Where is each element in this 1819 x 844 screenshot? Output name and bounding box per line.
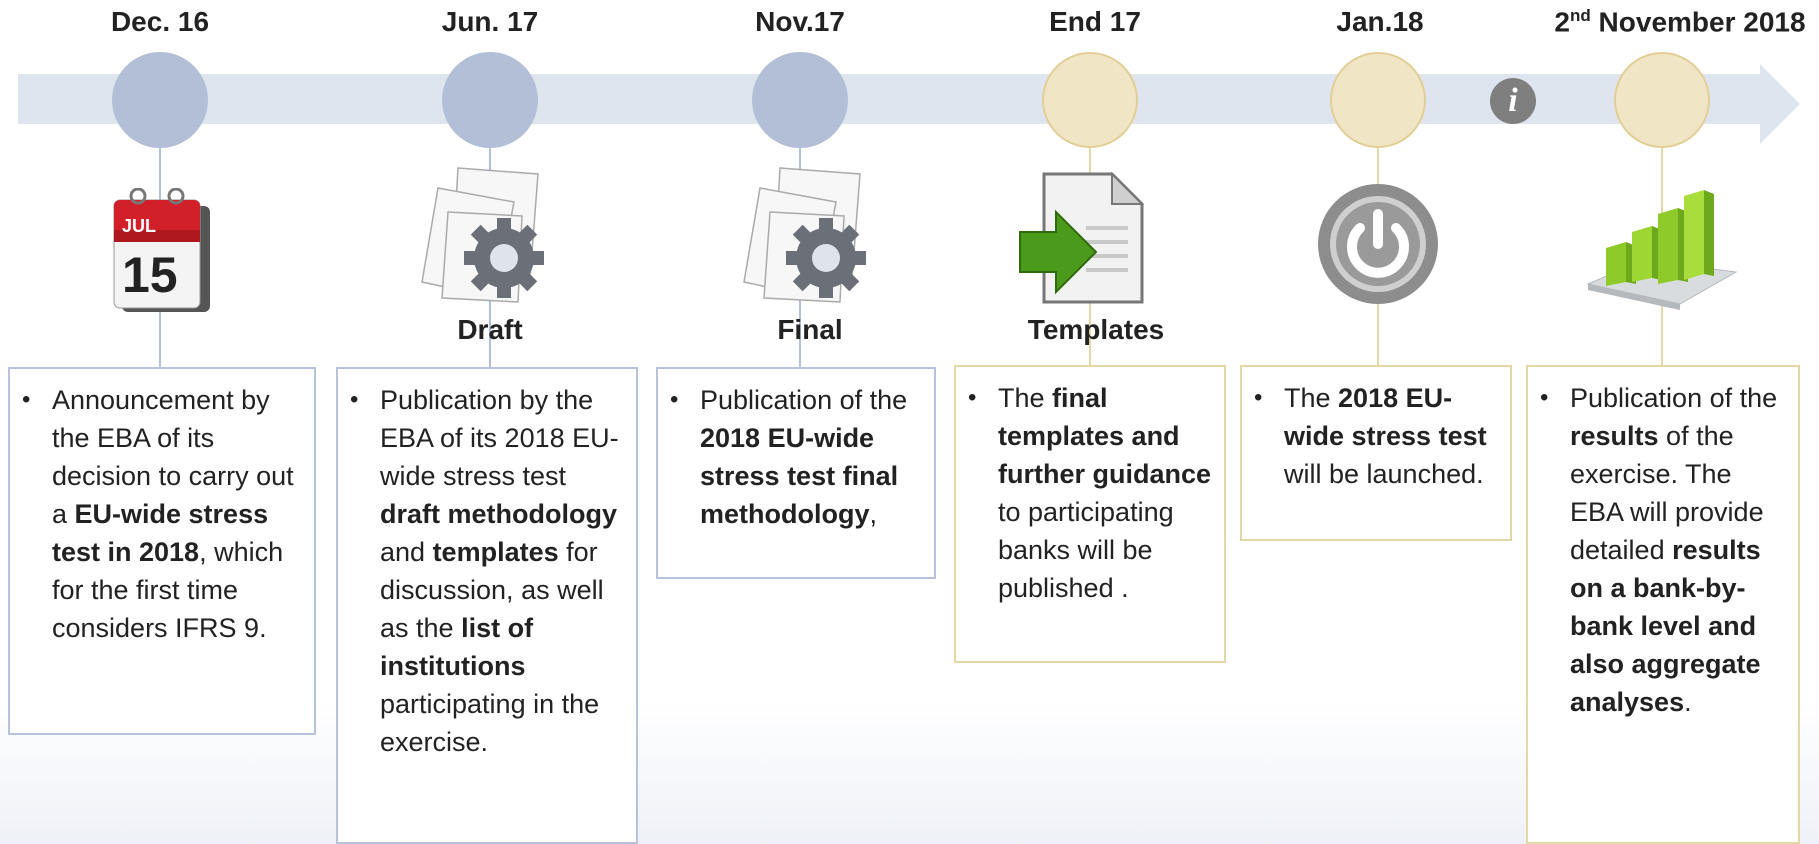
milestone-node-jan18: [1330, 52, 1426, 148]
milestone-node-dec16: [112, 52, 208, 148]
milestone-box-end17: The final templates and further guidance…: [954, 365, 1226, 663]
body-text: .: [1684, 687, 1692, 717]
body-text: ,: [869, 499, 878, 529]
timeline-arrow: [18, 64, 1800, 144]
milestone-label-final: Final: [777, 314, 843, 345]
body-text: Announcement by the EBA of its decision …: [52, 385, 294, 529]
documents-gear-icon: [740, 158, 880, 308]
milestone-node-jun17: [442, 52, 538, 148]
calendar-icon: JUL 15: [108, 187, 212, 318]
body-text: and: [380, 537, 433, 567]
date-rest: November 2018: [1590, 6, 1806, 38]
milestone-date-jan18: Jan.18: [1336, 6, 1424, 37]
calendar-day: 15: [122, 247, 178, 303]
milestone-node-nov18: [1614, 52, 1710, 148]
body-text: of the exercise. The EBA will provide de…: [1570, 421, 1764, 565]
date-main: 2: [1554, 6, 1570, 38]
milestone-label-templates: Templates: [1027, 314, 1165, 345]
body-text: The: [1284, 383, 1339, 413]
body-text: Publication by the EBA of its 2018 EU-wi…: [380, 385, 619, 491]
milestone-node-nov17: [752, 52, 848, 148]
milestone-text: Publication by the EBA of its 2018 EU-wi…: [350, 381, 626, 761]
emphasis-text: EU-wide stress test in 2018: [52, 499, 269, 567]
milestone-text: The final templates and further guidance…: [968, 379, 1214, 607]
info-icon[interactable]: i: [1490, 78, 1536, 124]
bar-chart-icon: [1584, 188, 1740, 312]
emphasis-text: templates: [432, 537, 559, 567]
body-text: for discussion, as well as the: [380, 537, 604, 643]
body-text: Publication of the: [700, 385, 908, 415]
milestone-label-draft: Draft: [457, 314, 523, 345]
milestone-text: The 2018 EU-wide stress test will be lau…: [1254, 379, 1500, 493]
milestone-box-nov18: Publication of the results of the exerci…: [1526, 365, 1800, 844]
body-text: The: [998, 383, 1053, 413]
milestone-box-dec16: Announcement by the EBA of its decision …: [8, 367, 316, 735]
calendar-month: JUL: [122, 216, 156, 236]
emphasis-text: final templates and further guidance: [998, 383, 1212, 489]
emphasis-text: 2018 EU-wide stress test final methodolo…: [700, 423, 899, 529]
milestone-date-end17: End 17: [1049, 6, 1141, 37]
milestone-node-end17: [1042, 52, 1138, 148]
milestone-box-nov17: Publication of the 2018 EU-wide stress t…: [656, 367, 936, 579]
milestone-text: Announcement by the EBA of its decision …: [22, 381, 304, 647]
document-arrow-icon: [1016, 170, 1146, 306]
date-sup: nd: [1570, 6, 1591, 25]
emphasis-text: list of institutions: [380, 613, 534, 681]
body-text: , which for the first time considers IFR…: [52, 537, 284, 643]
milestone-box-jun17: Publication by the EBA of its 2018 EU-wi…: [336, 367, 638, 844]
body-text: participating in the exercise.: [380, 689, 600, 757]
emphasis-text: results: [1570, 421, 1659, 451]
milestone-date-nov17: Nov.17: [755, 6, 845, 37]
emphasis-text: draft methodology: [380, 499, 617, 529]
body-text: will be launched.: [1284, 459, 1484, 489]
body-text: to participating banks will be published…: [998, 497, 1174, 603]
emphasis-text: 2018 EU-wide stress test: [1284, 383, 1487, 451]
milestone-text: Publication of the results of the exerci…: [1540, 379, 1788, 721]
milestone-text: Publication of the 2018 EU-wide stress t…: [670, 381, 924, 533]
milestone-date-jun17: Jun. 17: [441, 6, 539, 37]
milestone-date-nov18: 2nd November 2018: [1554, 6, 1805, 38]
milestone-date-dec16: Dec. 16: [110, 6, 210, 37]
emphasis-text: results on a bank-by-bank level and also…: [1570, 535, 1761, 717]
power-icon: [1316, 182, 1440, 306]
milestone-box-jan18: The 2018 EU-wide stress test will be lau…: [1240, 365, 1512, 541]
body-text: Publication of the: [1570, 383, 1778, 413]
documents-gear-icon: [418, 158, 558, 308]
